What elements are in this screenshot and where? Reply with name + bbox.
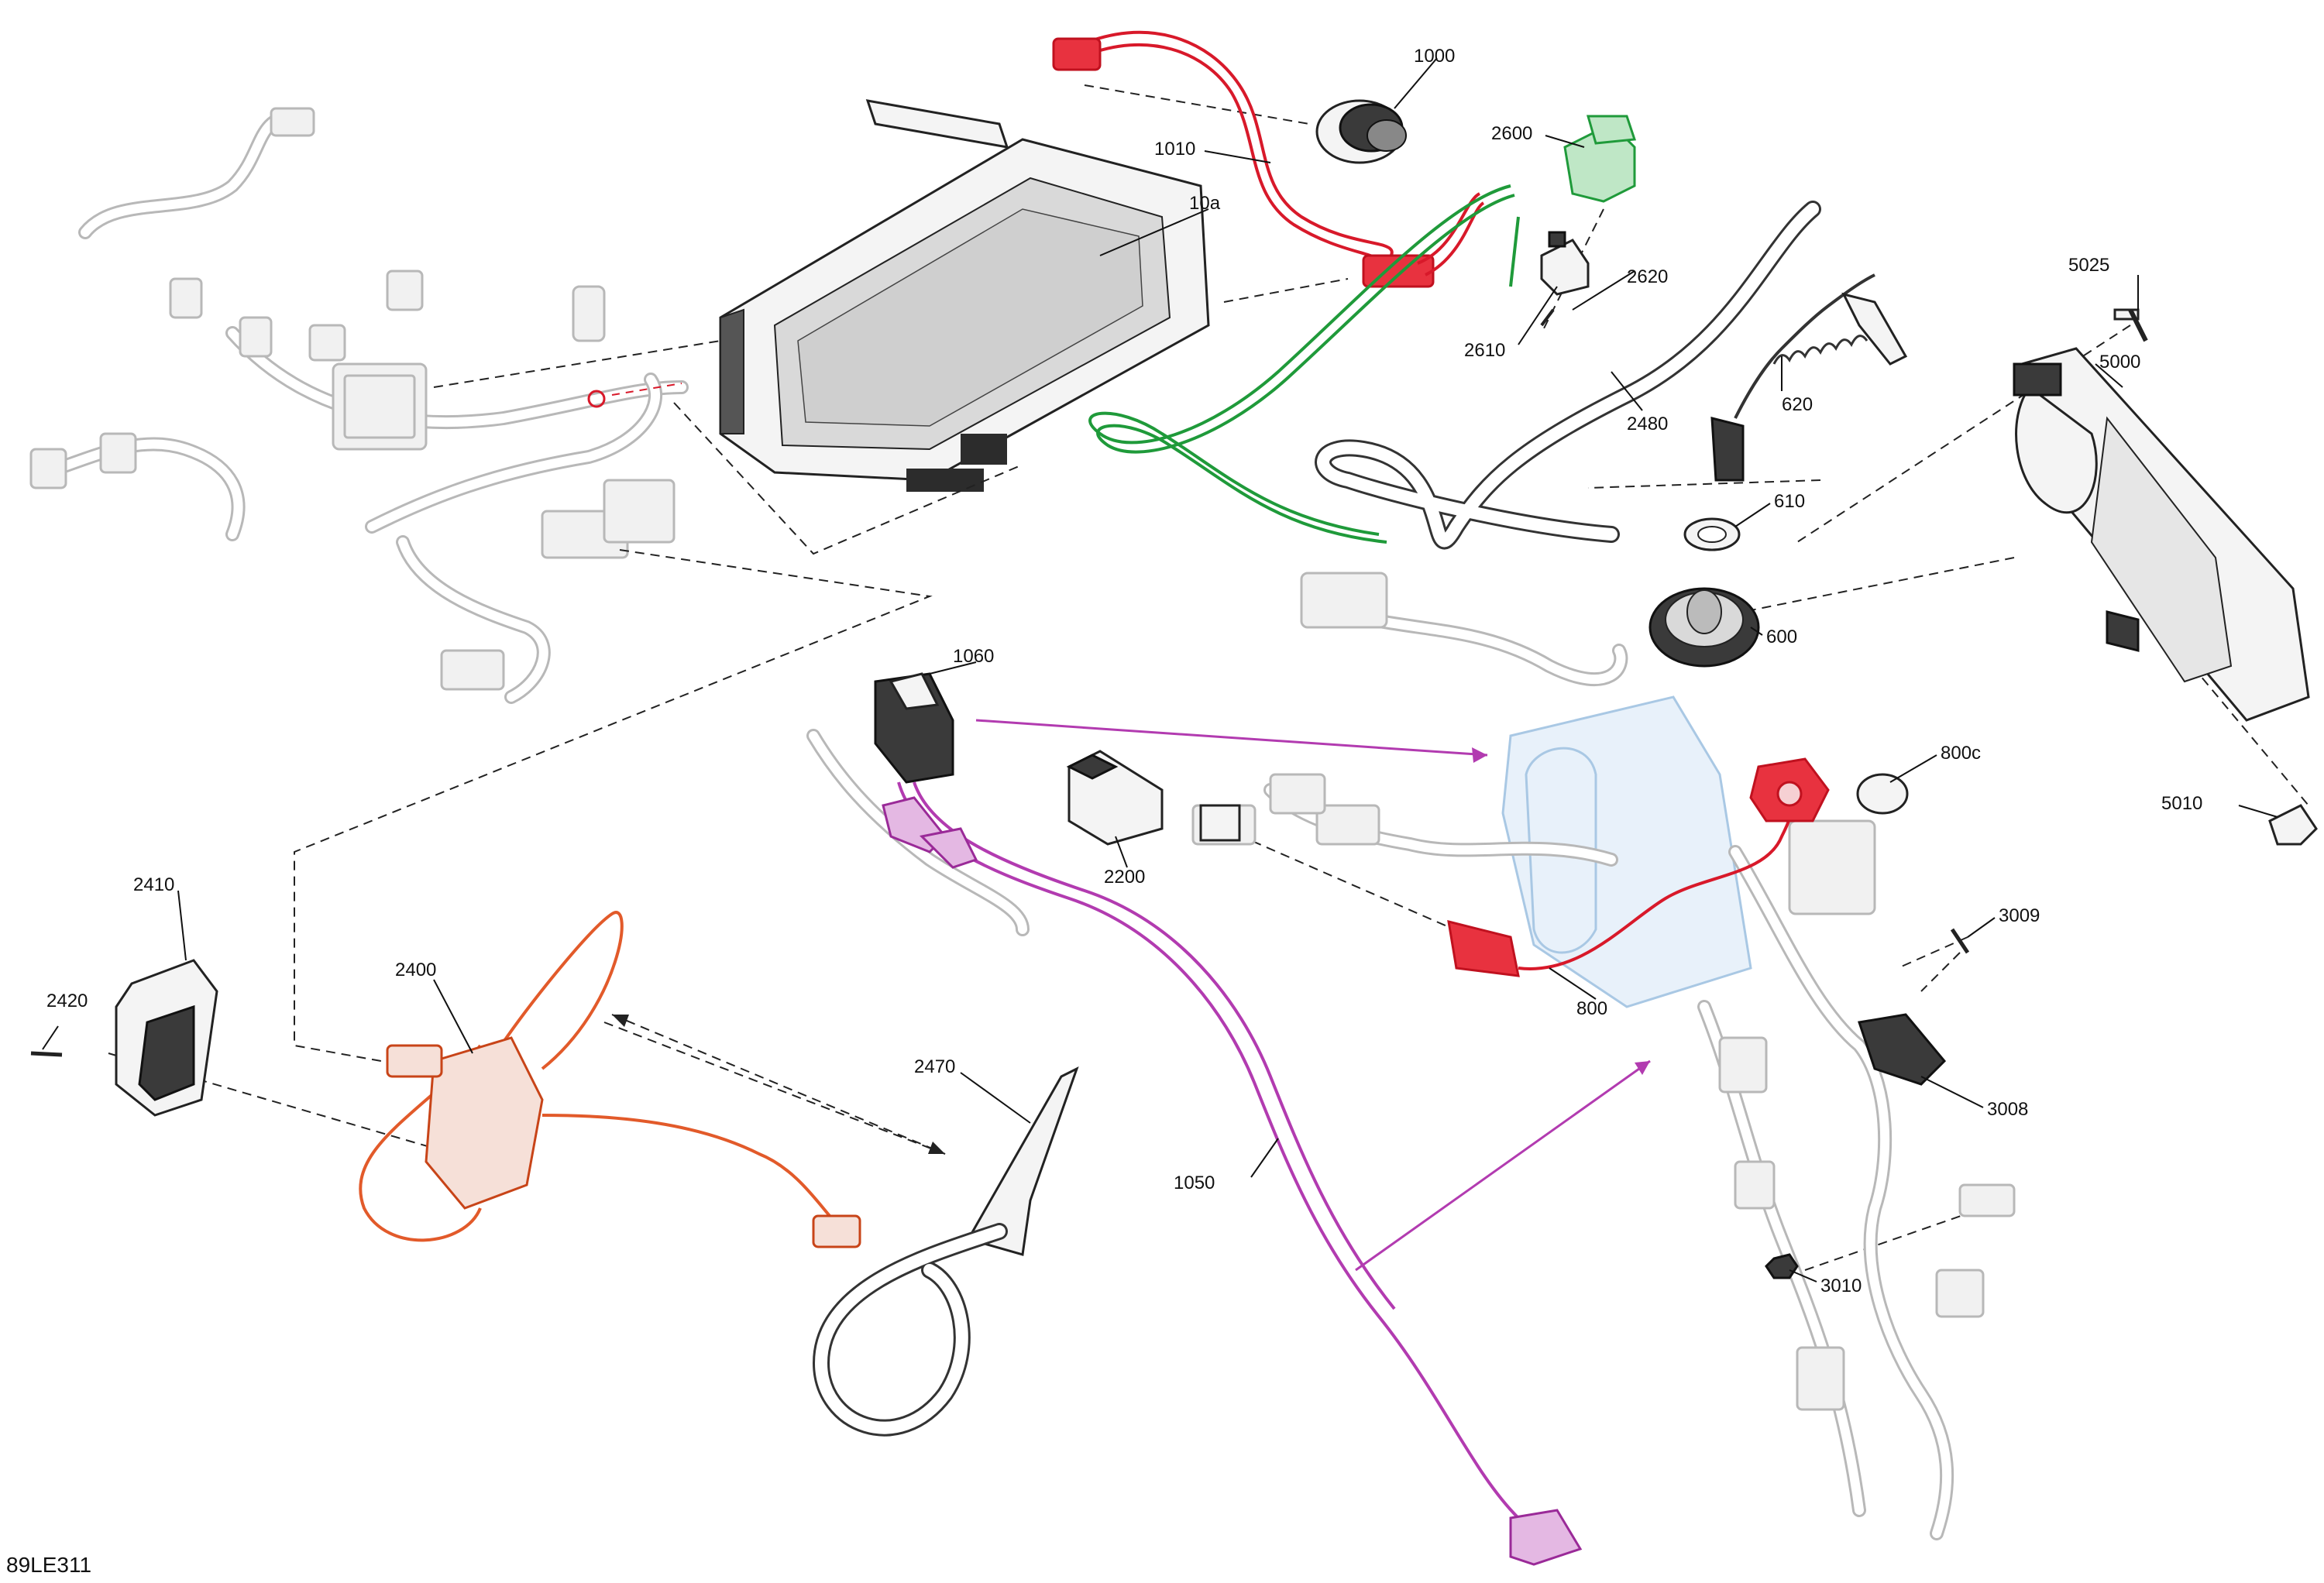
switch-1060 (874, 672, 954, 784)
callout-800c: 800c (1941, 743, 1981, 764)
receptacle-600 (1648, 587, 1760, 668)
callout-2420: 2420 (46, 991, 88, 1011)
screw-3009 (1950, 928, 1970, 954)
callout-10a: 10a (1189, 193, 1221, 214)
module-5000 (2013, 308, 2310, 722)
callout-2200: 2200 (1104, 867, 1145, 888)
callout-5010: 5010 (2161, 793, 2202, 814)
callout-800: 800 (1576, 998, 1607, 1019)
cover-2410 (30, 959, 218, 1117)
tube-2480 (1315, 201, 1821, 550)
ghost-harness-upper-left (29, 107, 689, 704)
callout-2410: 2410 (133, 874, 174, 895)
harness-1050 (882, 781, 1583, 1566)
figure-id: 89LE311 (6, 1553, 91, 1577)
screw-5025 (2128, 308, 2148, 342)
callout-600: 600 (1766, 627, 1797, 647)
cap-5010 (2268, 804, 2318, 846)
double-arrow (611, 1014, 946, 1155)
callout-2620: 2620 (1627, 266, 1668, 287)
cap-800c (1856, 773, 1909, 815)
callout-2400: 2400 (395, 960, 436, 980)
power-socket (1315, 99, 1407, 164)
nut-3010 (1765, 1253, 1799, 1279)
holder-2470 (812, 1066, 1079, 1437)
callout-3008: 3008 (1987, 1099, 2028, 1120)
ignition-switch-2600 (1088, 115, 1637, 544)
sensor-2200 (1066, 750, 1241, 846)
callout-3009: 3009 (1999, 905, 2040, 926)
bracket-3008 (1858, 1013, 1947, 1086)
callout-leaders (42, 57, 2278, 1283)
coiled-lanyard-620 (1710, 273, 1908, 482)
callout-620: 620 (1782, 394, 1813, 415)
callout-2610: 2610 (1464, 340, 1505, 361)
callout-2480: 2480 (1627, 414, 1668, 434)
instrument-cluster (719, 99, 1210, 492)
ghost-harness-center (806, 572, 2016, 1540)
switch-harness-2400 (359, 911, 861, 1248)
reference-arrows (975, 719, 1651, 1272)
callout-610: 610 (1774, 491, 1805, 512)
nut-610 (1683, 517, 1741, 551)
callout-1000: 1000 (1414, 46, 1455, 67)
callout-2600: 2600 (1491, 123, 1532, 144)
callout-labels: 1000 1010 10a 2600 2610 2620 2480 620 50… (46, 46, 2202, 1296)
callout-3010: 3010 (1820, 1276, 1862, 1296)
callout-5000: 5000 (2099, 352, 2140, 373)
cable-800 (1447, 757, 1830, 977)
callout-2470: 2470 (914, 1056, 955, 1077)
callout-1050: 1050 (1174, 1173, 1215, 1193)
bracket-2610 (1540, 231, 1590, 327)
callout-1060: 1060 (953, 646, 994, 667)
callout-5025: 5025 (2068, 255, 2109, 276)
callout-1010: 1010 (1154, 139, 1195, 160)
